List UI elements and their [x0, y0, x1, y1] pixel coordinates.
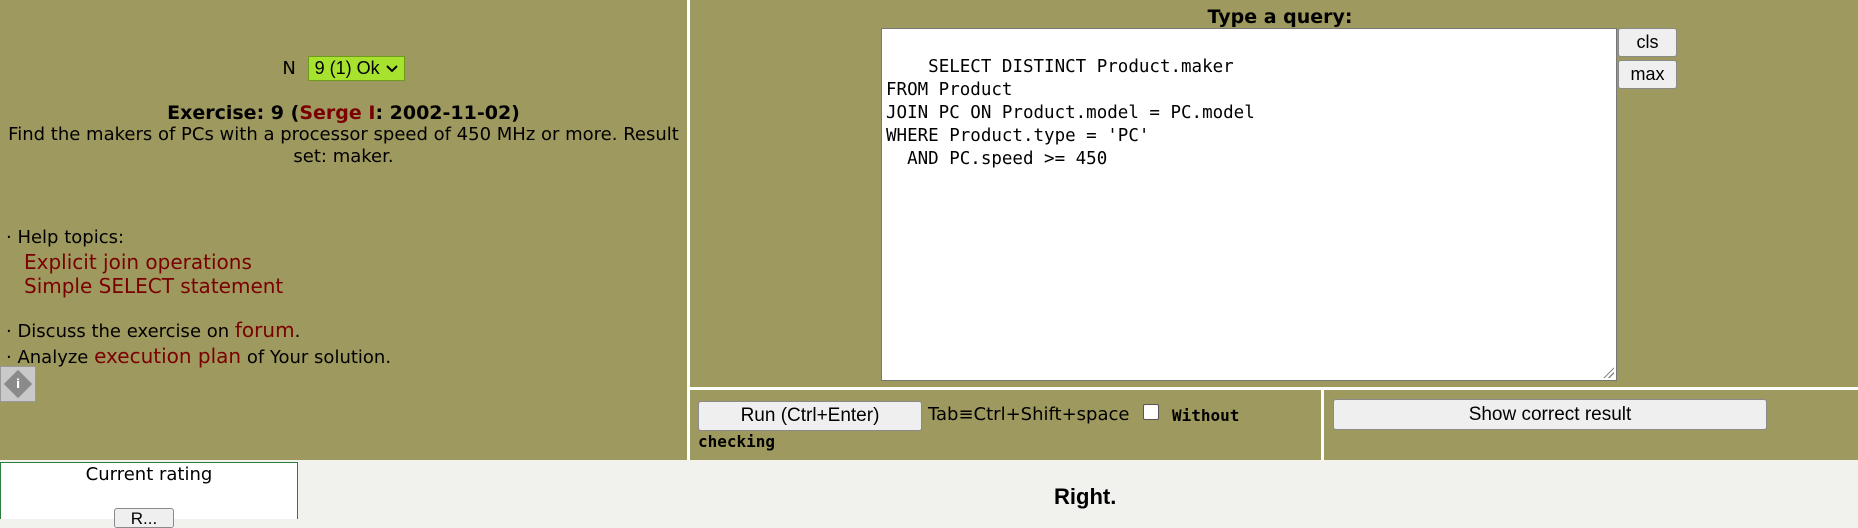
help-heading: · Help topics: — [6, 227, 125, 248]
rating-button[interactable]: R... — [114, 508, 174, 528]
exercise-description: Find the makers of PCs with a processor … — [8, 124, 679, 167]
exercise-select-value: 9 (1) Ok — [314, 58, 380, 78]
rating-title: Current rating — [85, 464, 213, 485]
max-button[interactable]: max — [1618, 60, 1677, 89]
exercise-selector-row: N 9 (1) Ok — [0, 56, 687, 81]
without-checking-checkbox[interactable] — [1143, 404, 1159, 420]
checking-label: checking — [698, 432, 776, 451]
exercise-panel: N 9 (1) Ok Exercise: 9 (Serge I: 2002-11… — [0, 0, 687, 460]
help-topics: · Help topics: Explicit join operations … — [6, 226, 283, 298]
panel-divider — [687, 0, 690, 460]
query-text: SELECT DISTINCT Product.maker FROM Produ… — [886, 57, 1255, 169]
analyze-prefix: · Analyze — [6, 347, 95, 368]
discuss-line: · Discuss the exercise on forum. — [6, 318, 391, 344]
query-label: Type a query: — [1207, 6, 1353, 28]
exercise-author-link[interactable]: Serge I — [299, 102, 376, 124]
exercise-title: Exercise: 9 (Serge I: 2002-11-02) — [0, 102, 687, 124]
exercise-number-label: N — [282, 57, 296, 79]
forum-link[interactable]: forum — [234, 318, 295, 342]
without-label: Without — [1172, 406, 1240, 425]
run-button[interactable]: Run (Ctrl+Enter) — [698, 401, 922, 431]
result-status: Right. — [1054, 484, 1117, 509]
controls-column-divider — [1321, 390, 1324, 460]
exercise-title-prefix: Exercise: 9 ( — [167, 102, 300, 124]
cls-button[interactable]: cls — [1618, 28, 1677, 57]
analyze-line: · Analyze execution plan of Your solutio… — [6, 344, 391, 370]
exercise-select[interactable]: 9 (1) Ok — [307, 56, 405, 81]
query-textarea[interactable]: SELECT DISTINCT Product.maker FROM Produ… — [881, 28, 1617, 381]
show-correct-result-button[interactable]: Show correct result — [1333, 399, 1767, 430]
analyze-suffix: of Your solution. — [241, 347, 392, 368]
info-icon[interactable]: i — [0, 366, 36, 402]
discuss-suffix: . — [294, 321, 301, 342]
tab-hint: Tab≡Ctrl+Shift+space — [928, 404, 1130, 425]
discussion-links: · Discuss the exercise on forum. · Analy… — [6, 318, 391, 370]
exercise-date: : 2002-11-02) — [375, 102, 520, 124]
resize-grip-icon[interactable] — [1602, 366, 1614, 378]
controls-divider — [690, 387, 1858, 390]
chevron-down-icon — [385, 61, 398, 76]
discuss-prefix: · Discuss the exercise on — [6, 321, 235, 342]
help-topic-explicit-join[interactable]: Explicit join operations — [24, 250, 252, 274]
help-topic-simple-select[interactable]: Simple SELECT statement — [24, 274, 284, 298]
top-area: N 9 (1) Ok Exercise: 9 (Serge I: 2002-11… — [0, 0, 1858, 460]
execution-plan-link[interactable]: execution plan — [94, 344, 242, 368]
